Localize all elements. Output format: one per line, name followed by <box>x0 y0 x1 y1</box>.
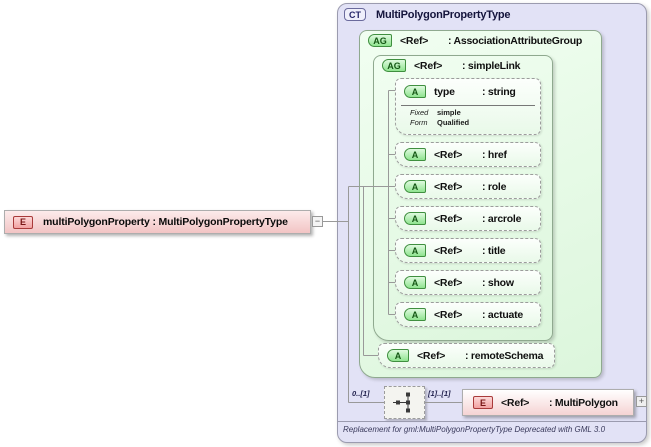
collapse-button[interactable]: − <box>312 216 323 227</box>
footer-separator <box>338 421 646 422</box>
complex-type-header[interactable]: CT MultiPolygonPropertyType <box>344 7 511 22</box>
attribute-ref: <Ref> <box>434 244 463 257</box>
attribute-box-show[interactable]: A <Ref> : show <box>395 270 541 295</box>
simplelink-group-header: AG <Ref> : simpleLink <box>382 58 521 73</box>
attribute-name: : show <box>482 276 514 289</box>
attribute-group-badge: AG <box>382 59 406 72</box>
sequence-compositor[interactable] <box>384 386 425 419</box>
facet-label: Form <box>410 118 428 127</box>
sequence-icon <box>393 392 410 413</box>
attribute-name: : arcrole <box>482 212 522 225</box>
attribute-badge: A <box>404 148 426 161</box>
attribute-name: : actuate <box>482 308 523 321</box>
attribute-box-arcrole[interactable]: A <Ref> : arcrole <box>395 206 541 231</box>
min-occurs-label: 0..[1] <box>352 389 370 398</box>
attribute-group-name: : simpleLink <box>462 59 521 72</box>
expand-button[interactable]: + <box>636 396 647 407</box>
attribute-ref: <Ref> <box>434 308 463 321</box>
attribute-name: : role <box>482 180 507 193</box>
attribute-group-name: : AssociationAttributeGroup <box>448 34 583 47</box>
facet-table: Fixed simple Form Qualified <box>410 108 469 128</box>
attribute-ref: <Ref> <box>434 212 463 225</box>
attribute-box-href[interactable]: A <Ref> : href <box>395 142 541 167</box>
occurs-label: [1]..[1] <box>428 389 451 398</box>
attribute-group-badge: AG <box>368 34 392 47</box>
attribute-ref: <Ref> <box>434 180 463 193</box>
attribute-box-remoteschema[interactable]: A <Ref> : remoteSchema <box>378 343 555 368</box>
attribute-badge: A <box>404 85 426 98</box>
element-name: : MultiPolygon <box>549 396 618 409</box>
attribute-badge: A <box>404 180 426 193</box>
attribute-box-role[interactable]: A <Ref> : role <box>395 174 541 199</box>
attribute-badge: A <box>387 349 409 362</box>
attribute-group-ref: <Ref> <box>414 59 443 72</box>
attribute-name: : remoteSchema <box>465 349 544 362</box>
facet-value: Qualified <box>437 118 470 127</box>
element-box-multipolygon[interactable]: E <Ref> : MultiPolygon <box>462 389 634 416</box>
element-badge: E <box>13 215 33 229</box>
attribute-name: : href <box>482 148 507 161</box>
attribute-box-type[interactable]: A type : string Fixed simple Form Qualif… <box>395 78 541 135</box>
attribute-ref: <Ref> <box>434 148 463 161</box>
element-label: multiPolygonProperty : MultiPolygonPrope… <box>43 216 288 228</box>
facet-value: simple <box>437 108 461 117</box>
facet-label: Fixed <box>410 108 429 117</box>
attribute-ref: <Ref> <box>434 276 463 289</box>
attribute-type: : string <box>482 85 516 98</box>
association-attribute-group-header: AG <Ref> : AssociationAttributeGroup <box>368 33 582 48</box>
element-ref: <Ref> <box>501 396 530 409</box>
attribute-group-ref: <Ref> <box>400 34 429 47</box>
deprecation-note: Replacement for gml:MultiPolygonProperty… <box>343 425 606 434</box>
attribute-badge: A <box>404 276 426 289</box>
complex-type-title: MultiPolygonPropertyType <box>376 8 511 21</box>
element-badge: E <box>473 396 493 409</box>
attribute-name: : title <box>482 244 506 257</box>
attribute-ref: <Ref> <box>417 349 446 362</box>
attribute-badge: A <box>404 212 426 225</box>
attribute-badge: A <box>404 308 426 321</box>
attribute-name: type <box>434 85 455 98</box>
attribute-badge: A <box>404 244 426 257</box>
attribute-box-actuate[interactable]: A <Ref> : actuate <box>395 302 541 327</box>
facet-separator <box>401 105 535 106</box>
complex-type-badge: CT <box>344 8 366 21</box>
element-box-multipolygonproperty[interactable]: E multiPolygonProperty : MultiPolygonPro… <box>4 210 311 234</box>
attribute-box-title[interactable]: A <Ref> : title <box>395 238 541 263</box>
